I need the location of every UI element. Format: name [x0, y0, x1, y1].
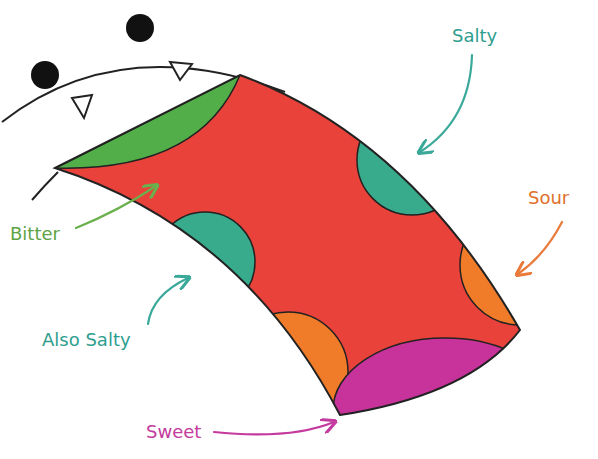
salty-region [155, 212, 255, 312]
taste-label: Sweet [146, 420, 201, 444]
tooth [72, 95, 92, 118]
taste-label: Salty [452, 24, 497, 48]
eye [31, 61, 59, 89]
sour-region [228, 312, 348, 432]
leader-arrow [148, 278, 188, 324]
leader-arrow [518, 222, 562, 274]
leader-arrow [420, 55, 472, 152]
leader-arrow [214, 422, 334, 434]
taste-label: Sour [528, 186, 569, 210]
tongue-outline [55, 75, 520, 415]
tongue [55, 75, 580, 459]
leader-arrow [76, 186, 156, 228]
sweet-region [333, 338, 557, 459]
tooth [170, 62, 192, 80]
taste-label: Bitter [10, 222, 60, 246]
salty-region [357, 105, 467, 215]
taste-label: Also Salty [42, 328, 131, 352]
leader-arrows [76, 55, 562, 434]
lower-lip [32, 172, 58, 200]
eye [126, 14, 154, 42]
